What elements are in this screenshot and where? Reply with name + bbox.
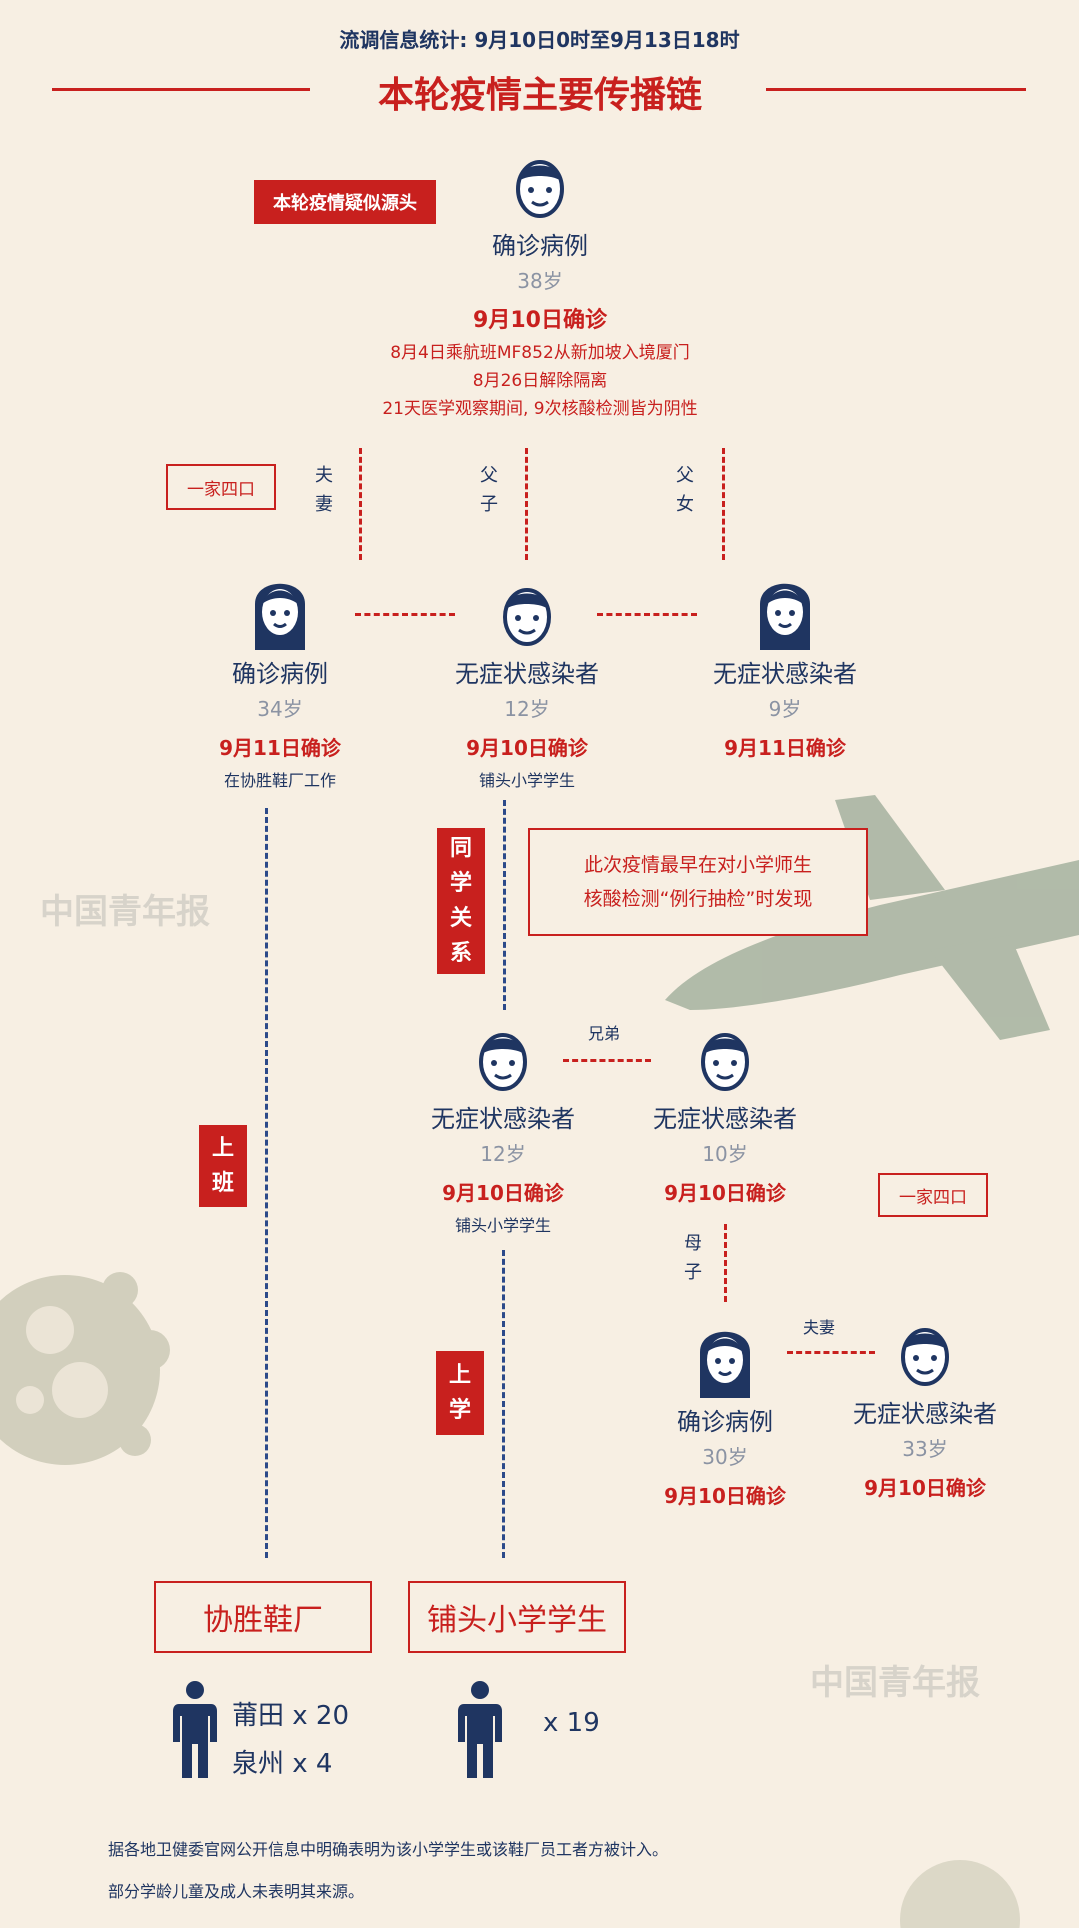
link-spouse-2 — [787, 1351, 875, 1354]
classmate-relation-tag: 同学关系 — [437, 828, 485, 974]
link-mother-son — [355, 613, 455, 616]
person-icon — [173, 1681, 217, 1778]
link-brothers — [563, 1059, 651, 1062]
link-source-daughter — [722, 448, 725, 560]
case-confirm-date: 9月10日确诊 — [864, 1476, 986, 1500]
case-type: 无症状感染者 — [455, 660, 599, 688]
case-confirm-date: 9月11日确诊 — [219, 736, 341, 760]
case-confirm-date: 9月10日确诊 — [442, 1181, 564, 1205]
case-age: 38岁 — [517, 269, 563, 293]
female-face-icon — [255, 583, 305, 650]
school-box: 铺头小学学生 — [408, 1581, 626, 1653]
case-type: 无症状感染者 — [431, 1105, 575, 1133]
factory-count-putian: 莆田 x 20 — [232, 1701, 350, 1731]
factory-box: 协胜鞋厂 — [154, 1581, 372, 1653]
case-type: 确诊病例 — [232, 660, 328, 688]
male-face-icon — [479, 1033, 527, 1091]
case-age: 34岁 — [257, 697, 303, 721]
source-note-tests: 21天医学观察期间, 9次核酸检测皆为阴性 — [382, 399, 698, 419]
title-rule-right — [766, 88, 1026, 91]
case-age: 9岁 — [768, 697, 802, 721]
case-type: 无症状感染者 — [653, 1105, 797, 1133]
female-face-icon — [760, 583, 810, 650]
brother-left-case: 无症状感染者 12岁 9月10日确诊 铺头小学学生 — [373, 1025, 633, 1236]
female-face-icon — [700, 1331, 750, 1398]
relation-spouse: 夫妻 — [315, 465, 333, 515]
case-confirm-date: 9月10日确诊 — [664, 1484, 786, 1508]
link-brother-mother — [724, 1224, 727, 1302]
case-age: 33岁 — [902, 1437, 948, 1461]
relation-father-son: 父子 — [480, 465, 498, 515]
link-source-mother — [359, 448, 362, 560]
daughter-case: 无症状感染者 9岁 9月11日确诊 — [655, 572, 915, 761]
case-note: 铺头小学学生 — [478, 771, 575, 790]
case-age: 12岁 — [504, 697, 550, 721]
watermark: 中国青年报 — [40, 892, 210, 932]
male-face-icon — [701, 1033, 749, 1091]
case-type: 无症状感染者 — [713, 660, 857, 688]
source-confirm-date: 9月10日确诊 — [473, 308, 607, 333]
title-rule-left — [52, 88, 310, 91]
case-confirm-date: 9月10日确诊 — [466, 736, 588, 760]
case-age: 30岁 — [702, 1445, 748, 1469]
relation-mother-son: 母子 — [684, 1233, 702, 1283]
case-type: 确诊病例 — [492, 232, 588, 260]
person-icon — [458, 1681, 502, 1778]
case-confirm-date: 9月10日确诊 — [664, 1181, 786, 1205]
suspected-source-tag: 本轮疫情疑似源头 — [254, 180, 436, 224]
discovery-notice: 此次疫情最早在对小学师生 核酸检测“例行抽检”时发现 — [528, 828, 868, 936]
case-note: 在协胜鞋厂工作 — [223, 771, 336, 790]
school-tag: 上学 — [436, 1351, 484, 1435]
relation-spouse-2: 夫妻 — [803, 1318, 836, 1337]
footnote-2: 部分学龄儿童及成人未表明其来源。 — [108, 1882, 365, 1901]
watermark: 中国青年报 — [810, 1663, 980, 1703]
male-face-icon — [901, 1328, 949, 1386]
case-age: 12岁 — [480, 1142, 526, 1166]
source-note-release: 8月26日解除隔离 — [472, 371, 608, 391]
link-brother-school — [502, 1250, 505, 1558]
page-title: 本轮疫情主要传播链 — [377, 75, 702, 116]
mother2-case: 确诊病例 30岁 9月10日确诊 — [595, 1320, 855, 1509]
footnote-1: 据各地卫健委官网公开信息中明确表明为该小学学生或该鞋厂员工者方被计入。 — [108, 1840, 669, 1859]
link-son-daughter — [597, 613, 697, 616]
son-case: 无症状感染者 12岁 9月10日确诊 铺头小学学生 — [397, 580, 657, 791]
link-mother-factory — [265, 808, 268, 1558]
male-face-icon — [516, 160, 564, 218]
school-count: x 19 — [543, 1708, 600, 1738]
stats-note: 流调信息统计: 9月10日0时至9月13日18时 — [339, 28, 740, 52]
relation-father-daughter: 父女 — [676, 465, 694, 515]
case-age: 10岁 — [702, 1142, 748, 1166]
male-face-icon — [503, 588, 551, 646]
case-type: 确诊病例 — [677, 1408, 773, 1436]
source-note-flight: 8月4日乘航班MF852从新加坡入境厦门 — [390, 343, 690, 363]
factory-count-quanzhou: 泉州 x 4 — [232, 1749, 333, 1779]
case-type: 无症状感染者 — [853, 1400, 997, 1428]
link-son-classmate — [503, 800, 506, 1010]
case-note: 铺头小学学生 — [454, 1216, 551, 1235]
father2-case: 无症状感染者 33岁 9月10日确诊 — [795, 1320, 1055, 1501]
family-of-four-tag: 一家四口 — [166, 464, 276, 510]
relation-brothers: 兄弟 — [588, 1024, 621, 1043]
mother-case: 确诊病例 34岁 9月11日确诊 在协胜鞋厂工作 — [150, 572, 410, 791]
link-source-son — [525, 448, 528, 560]
work-tag: 上班 — [199, 1125, 247, 1207]
family-of-four-tag-2: 一家四口 — [878, 1173, 988, 1217]
case-confirm-date: 9月11日确诊 — [724, 736, 846, 760]
brother-right-case: 无症状感染者 10岁 9月10日确诊 — [595, 1025, 855, 1206]
source-case: 确诊病例 38岁 — [390, 152, 690, 294]
